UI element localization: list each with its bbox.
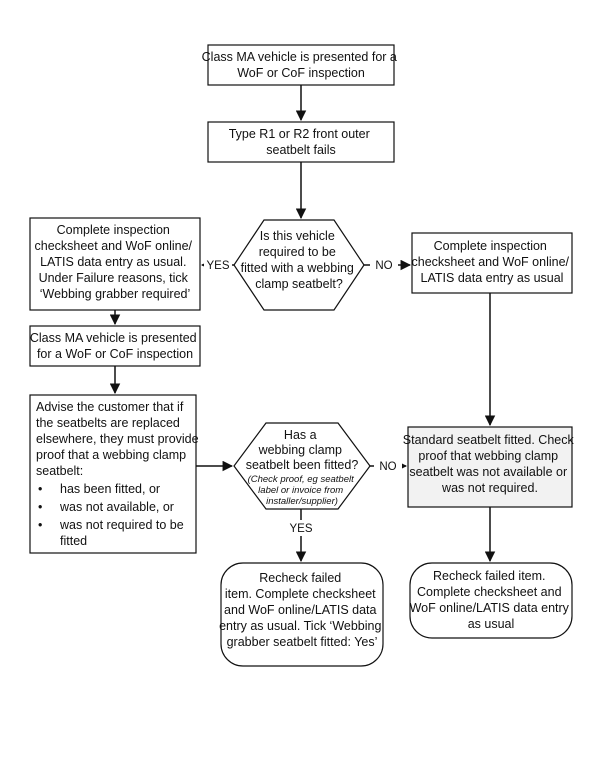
advise-bullet: has been fitted, or: [60, 482, 160, 496]
yes-label: YES: [206, 260, 229, 272]
recheck-no-box: [409, 562, 573, 639]
fitted-decision: [233, 422, 371, 510]
start-text: Class MA vehicle is presented for a WoF …: [202, 50, 401, 80]
standard-box: [407, 426, 573, 508]
represented-box: [29, 325, 201, 367]
advise-text: Advise the customer that if the seatbelt…: [36, 400, 202, 478]
required-decision-text: Is this vehicle required to be fitted wi…: [241, 229, 358, 291]
advise-text-group: Advise the customer that if the seatbelt…: [36, 400, 202, 548]
yes-branch-box: [29, 217, 201, 311]
advise-bullet-symbol: •: [38, 518, 42, 532]
recheck-yes-box: [220, 562, 384, 667]
recheck-no-text: Recheck failed item. Complete checksheet…: [410, 569, 573, 631]
advise-bullet: was not required to be fitted: [59, 518, 187, 548]
recheck-yes-text: Recheck failed item. Complete checksheet…: [219, 571, 385, 649]
standard-text: Standard seatbelt fitted. Check proof th…: [403, 433, 577, 495]
seatbelt-fails-box: [207, 121, 395, 163]
advise-box: [29, 394, 197, 554]
fitted-decision-text: Has a webbing clamp seatbelt been fitted…: [246, 428, 359, 472]
yes-label: YES: [289, 523, 312, 535]
advise-bullet-symbol: •: [38, 482, 42, 496]
yes-branch-text: Complete inspection checksheet and WoF o…: [35, 223, 196, 301]
advise-bullet: was not available, or: [59, 500, 174, 514]
no-label: NO: [379, 461, 396, 473]
no-label: NO: [375, 260, 392, 272]
advise-bullet-symbol: •: [38, 500, 42, 514]
start-box: [207, 44, 395, 86]
no-branch-box: [411, 232, 573, 294]
fitted-decision-note: (Check proof, eg seatbelt label or invoi…: [248, 474, 357, 507]
represented-text: Class MA vehicle is presented for a WoF …: [30, 331, 200, 361]
seatbelt-fails-text: Type R1 or R2 front outer seatbelt fails: [229, 127, 374, 157]
no-branch-text: Complete inspection checksheet and WoF o…: [412, 239, 573, 285]
